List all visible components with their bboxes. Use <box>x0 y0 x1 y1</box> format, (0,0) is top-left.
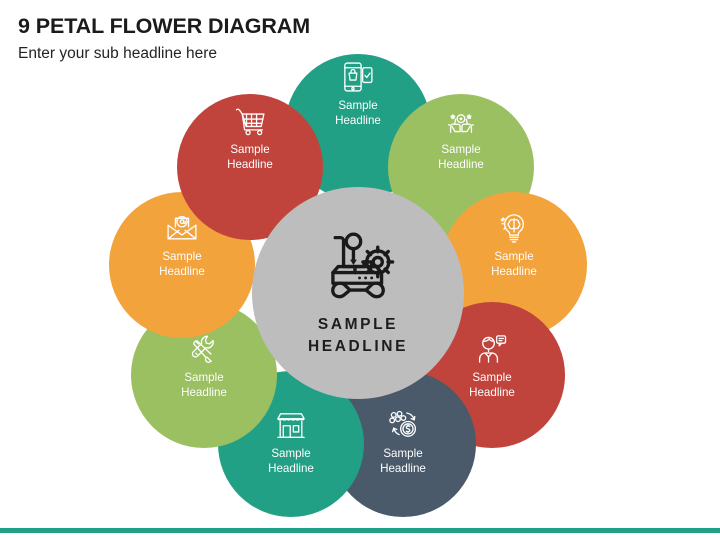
hands-star-quality-icon <box>444 104 478 138</box>
petal-label: Sample Headline <box>159 250 205 279</box>
page-subtitle: Enter your sub headline here <box>18 45 218 63</box>
petal-label: Sample Headline <box>380 447 426 475</box>
bottom-accent-bar <box>0 528 720 533</box>
storefront-shop-icon <box>274 408 308 442</box>
petal-label: Sample Headline <box>491 250 537 279</box>
crowdfunding-coin-icon <box>386 408 420 442</box>
shopping-cart-icon <box>233 104 267 138</box>
petal-label: Sample Headline <box>227 142 273 171</box>
lightbulb-brain-idea-icon <box>497 211 531 245</box>
petal-label: Sample Headline <box>268 447 314 475</box>
center-headline: SAMPLE HEADLINE <box>307 315 409 355</box>
factory-gear-wrench-icon <box>320 228 396 302</box>
petal-label: Sample Headline <box>181 371 227 399</box>
customer-support-chat-icon <box>475 332 509 366</box>
mobile-shopping-icon <box>341 60 375 94</box>
petal-9-top-left[interactable]: Sample Headline <box>177 94 323 240</box>
petal-label: Sample Headline <box>469 371 515 399</box>
center-hub[interactable]: SAMPLE HEADLINE <box>252 187 464 399</box>
header: 9 PETAL FLOWER DIAGRAM Enter your sub he… <box>18 14 578 64</box>
email-envelope-at-icon <box>165 211 199 245</box>
petal-label: Sample Headline <box>438 142 484 171</box>
tools-wrench-screwdriver-icon <box>187 332 221 366</box>
page-title: 9 PETAL FLOWER DIAGRAM <box>18 14 311 38</box>
petal-label: Sample Headline <box>335 99 381 127</box>
